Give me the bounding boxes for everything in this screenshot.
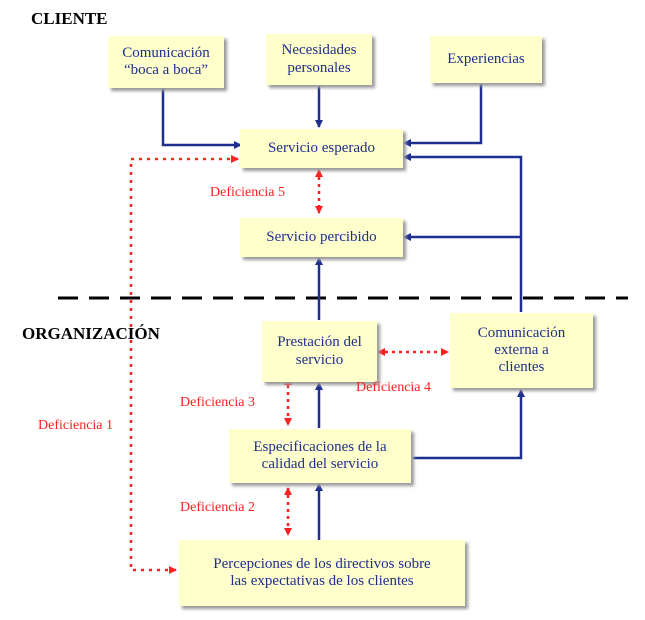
perceived-service-box: Servicio percibido bbox=[240, 218, 403, 257]
management-perceptions-line-1: Percepciones de los directivos sobre bbox=[213, 555, 431, 572]
arrow-specs-to-external-comm bbox=[413, 389, 525, 460]
gap-5-label: Deficiencia 5 bbox=[210, 185, 286, 200]
quality-specifications-box: Especificaciones de la calidad del servi… bbox=[229, 429, 411, 483]
gap-1-label: Deficiencia 1 bbox=[38, 418, 114, 433]
management-perceptions-line-2: las expectativas de los clientes bbox=[230, 573, 414, 589]
quality-specifications-line-1: Especificaciones de la bbox=[253, 438, 387, 455]
personal-needs-line-1: Necesidades bbox=[281, 42, 357, 59]
external-communication-line-1: Comunicación bbox=[477, 324, 566, 341]
client-section-heading: CLIENTE bbox=[31, 9, 108, 28]
gap-3-label: Deficiencia 3 bbox=[180, 395, 256, 410]
external-communication-line-2: externa a bbox=[494, 341, 549, 358]
external-communication-line-3: clientes bbox=[498, 359, 545, 376]
experiences-line-1: Experiencias bbox=[447, 50, 525, 67]
word-of-mouth-box: Comunicación “boca a boca” bbox=[108, 36, 224, 88]
arrow-experiences-to-expected bbox=[403, 84, 483, 147]
gap-1-connector bbox=[129, 155, 239, 574]
management-perceptions-box: Percepciones de los directivos sobre las… bbox=[179, 540, 465, 606]
gap-2-label: Deficiencia 2 bbox=[180, 500, 256, 515]
quality-specifications-line-2: calidad del servicio bbox=[261, 456, 379, 472]
arrow-word-of-mouth-to-expected bbox=[161, 88, 242, 149]
service-delivery-line-2: servicio bbox=[295, 351, 344, 368]
word-of-mouth-line-1: Comunicación bbox=[122, 44, 210, 61]
expected-service-box: Servicio esperado bbox=[240, 129, 403, 168]
personal-needs-line-2: personales bbox=[287, 59, 351, 76]
organization-section-heading: ORGANIZACIÓN bbox=[22, 324, 160, 343]
experiences-box: Experiencias bbox=[430, 36, 542, 83]
arrow-external-comm-to-expected bbox=[403, 153, 523, 312]
gap-4-label: Deficiencia 4 bbox=[356, 380, 432, 395]
external-communication-box: Comunicación externa a clientes bbox=[450, 313, 593, 388]
expected-service-line-1: Servicio esperado bbox=[267, 139, 376, 156]
word-of-mouth-line-2: “boca a boca” bbox=[123, 62, 209, 78]
service-delivery-line-1: Prestación del bbox=[277, 334, 362, 351]
service-delivery-box: Prestación del servicio bbox=[262, 321, 377, 382]
perceived-service-line-1: Servicio percibido bbox=[266, 228, 377, 245]
personal-needs-box: Necesidades personales bbox=[266, 34, 372, 85]
